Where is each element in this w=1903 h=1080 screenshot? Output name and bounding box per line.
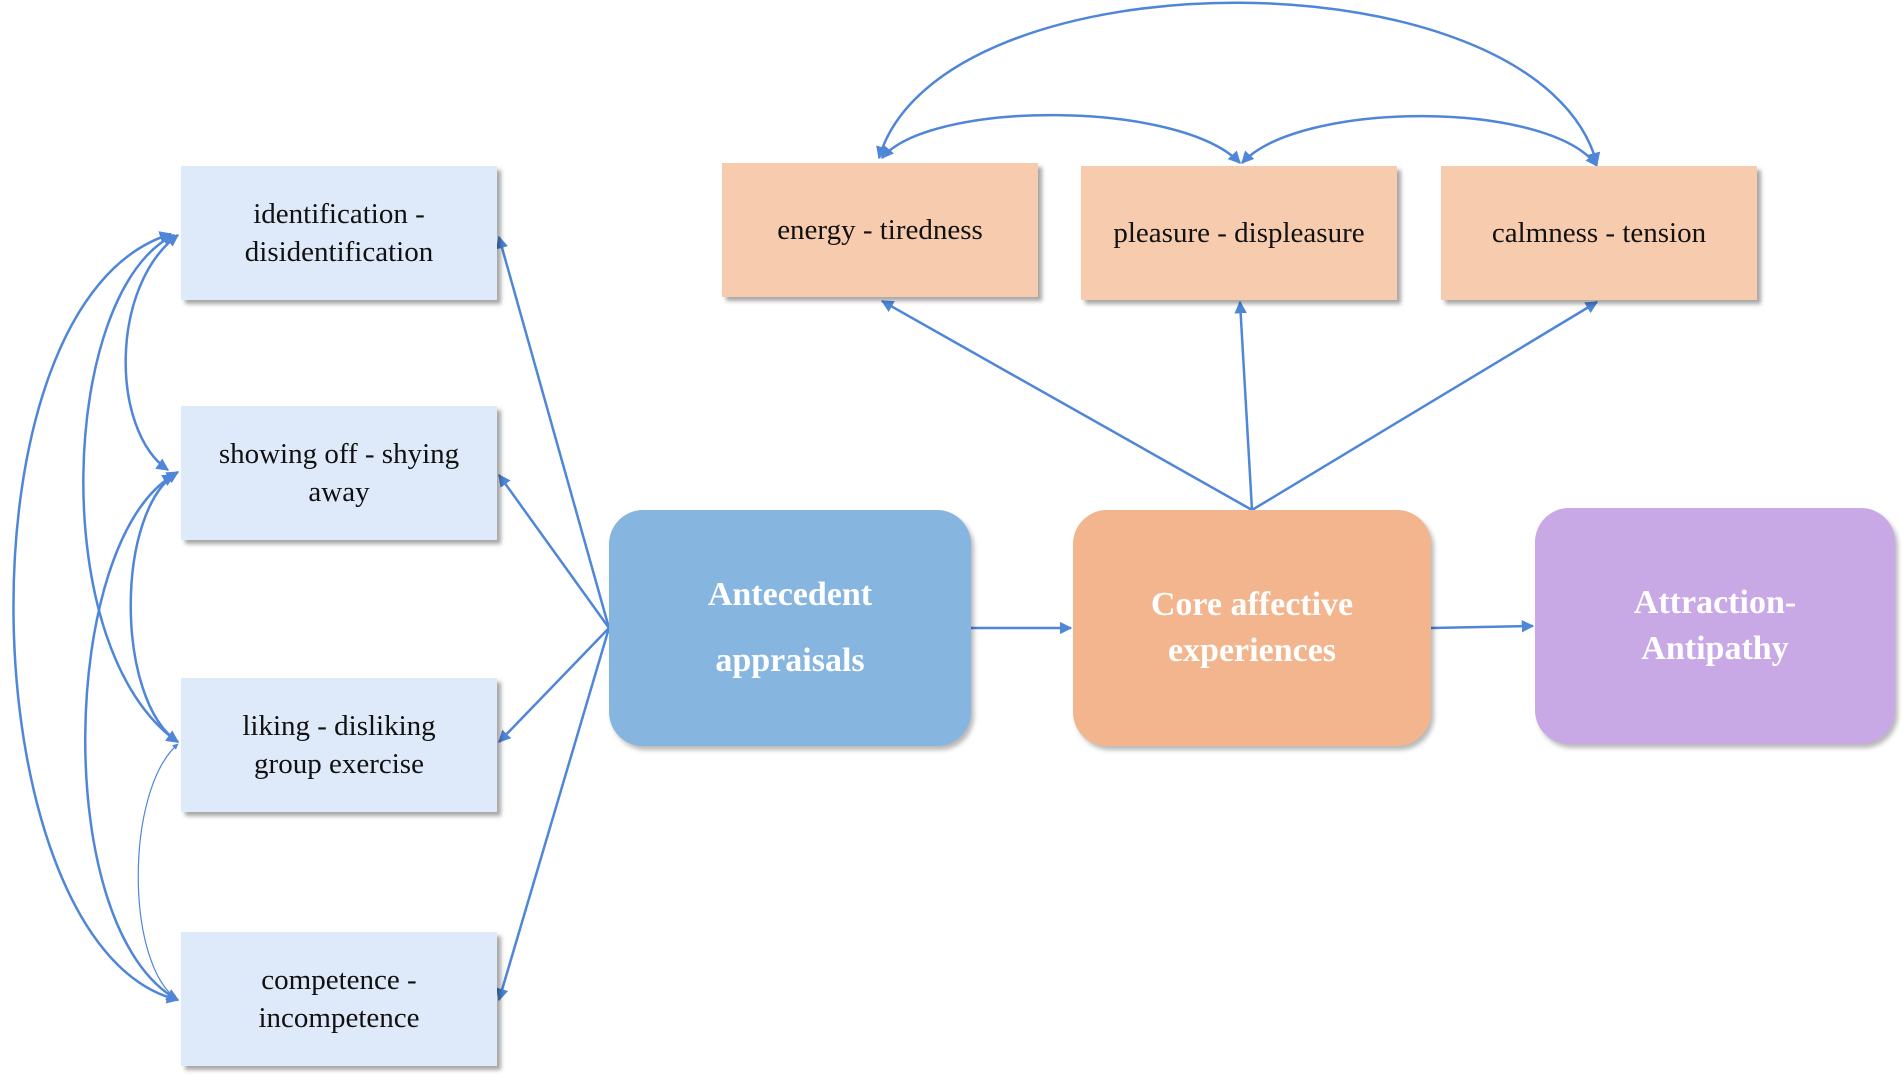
arrow-antecedent-to-competence [496, 627, 611, 1002]
pleasure-node: pleasure - displeasure [1081, 166, 1397, 300]
correlation-identification-liking [82, 233, 180, 744]
correlation-pleasure-calmness [1241, 114, 1599, 168]
identification-label: identification - disidentification [244, 198, 434, 268]
calmness-label: calmness - tension [1491, 217, 1707, 249]
antecedent-appraisals-node: Antecedent appraisals [609, 510, 971, 746]
energy-node: energy - tiredness [722, 163, 1038, 297]
correlation-energy-calmness [876, 1, 1601, 166]
correlation-liking-competence [137, 743, 179, 1001]
showing-off-node: showing off - shying away [181, 406, 497, 540]
arrow-core-to-attraction [1430, 619, 1535, 633]
competence-node: competence - incompetence [181, 932, 497, 1066]
showing-off-label: showing off - shying away [218, 438, 460, 508]
liking-node: liking - disliking group exercise [181, 678, 497, 812]
arrow-antecedent-to-identification [496, 235, 611, 629]
competence-label: competence - incompetence [258, 964, 420, 1034]
arrow-antecedent-to-liking [498, 627, 610, 743]
attraction-antipathy-label: Attraction- Antipathy [1633, 584, 1797, 667]
identification-node: identification - disidentification [181, 166, 497, 300]
pleasure-label: pleasure - displeasure [1113, 217, 1365, 249]
correlation-energy-pleasure [881, 113, 1241, 164]
core-affective-experiences-node: Core affective experiences [1073, 510, 1431, 746]
correlation-showing-off-competence [84, 473, 180, 1002]
arrow-core-to-calmness [1251, 300, 1599, 512]
arrow-core-to-pleasure [1234, 300, 1254, 511]
calmness-node: calmness - tension [1441, 166, 1757, 300]
liking-label: liking - disliking group exercise [242, 710, 436, 780]
correlation-identification-showing-off [124, 233, 180, 472]
antecedent-appraisals-label: Antecedent appraisals [707, 576, 873, 679]
arrow-core-to-energy [880, 299, 1253, 512]
core-affective-experiences-label: Core affective experiences [1150, 586, 1354, 669]
correlation-identification-competence [12, 231, 180, 1004]
correlation-showing-off-liking [129, 470, 180, 744]
attraction-antipathy-node: Attraction- Antipathy [1535, 508, 1895, 744]
energy-label: energy - tiredness [777, 214, 983, 246]
arrow-antecedent-to-showing-off [497, 473, 611, 629]
